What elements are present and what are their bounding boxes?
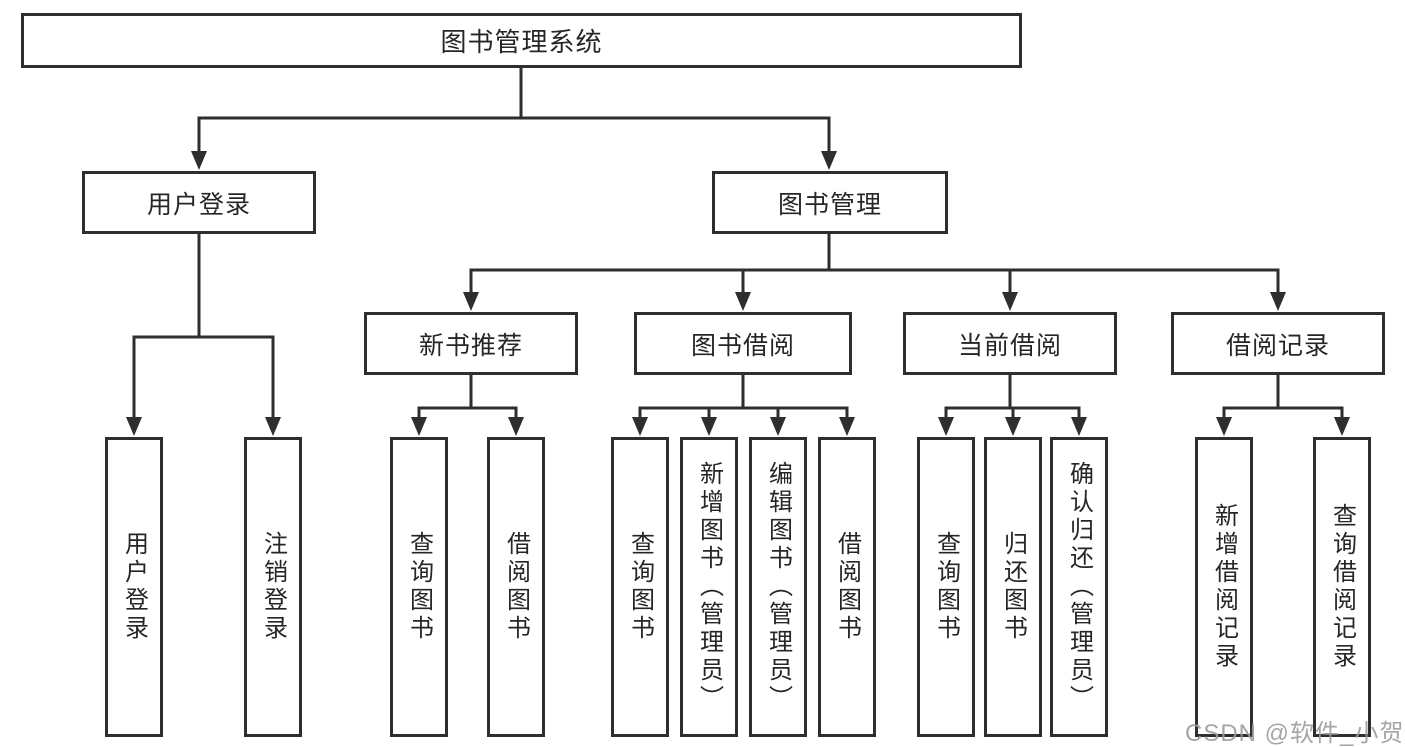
leaf-query-books-current: 查询图书	[917, 437, 975, 737]
leaf-query-borrow-record: 查询借阅记录	[1313, 437, 1371, 737]
leaf-logout: 注销登录	[244, 437, 302, 737]
node-book-borrowing: 图书借阅	[634, 312, 852, 375]
node-user-login: 用户登录	[82, 171, 316, 234]
leaf-label: 归还图书	[999, 531, 1027, 643]
leaf-add-borrow-record: 新增借阅记录	[1195, 437, 1253, 737]
leaf-label: 新增图书（管理员）	[695, 461, 723, 713]
leaf-label: 确认归还（管理员）	[1065, 461, 1093, 713]
leaf-edit-book-admin: 编辑图书（管理员）	[749, 437, 807, 737]
leaf-borrow-books-recommend: 借阅图书	[487, 437, 545, 737]
leaf-label: 查询图书	[626, 531, 654, 643]
node-book-management: 图书管理	[712, 171, 948, 234]
connector-borrow-to-leaves	[638, 374, 849, 420]
leaf-label: 注销登录	[259, 531, 287, 643]
leaf-query-books-recommend: 查询图书	[390, 437, 448, 737]
connector-login-to-leaves	[132, 233, 275, 420]
leaf-borrow-books: 借阅图书	[818, 437, 876, 737]
node-library-management-system: 图书管理系统	[21, 13, 1022, 68]
node-new-book-recommend: 新书推荐	[364, 312, 578, 375]
leaf-label: 用户登录	[120, 531, 148, 643]
connector-root-to-level2	[197, 67, 831, 152]
leaf-query-books-borrow: 查询图书	[611, 437, 669, 737]
leaf-label: 借阅图书	[833, 531, 861, 643]
leaf-label: 借阅图书	[502, 531, 530, 643]
node-current-borrowing: 当前借阅	[903, 312, 1117, 375]
leaf-confirm-return-admin: 确认归还（管理员）	[1050, 437, 1108, 737]
leaf-label: 查询图书	[405, 531, 433, 643]
connector-manage-to-level3	[469, 233, 1280, 294]
connector-record-to-leaves	[1222, 374, 1344, 420]
leaf-label: 查询借阅记录	[1328, 503, 1356, 671]
connector-recommend-to-leaves	[417, 374, 518, 420]
leaf-label: 编辑图书（管理员）	[764, 461, 792, 713]
leaf-user-login: 用户登录	[105, 437, 163, 737]
connector-elbow-lines	[132, 67, 1344, 420]
node-borrowing-records: 借阅记录	[1171, 312, 1385, 375]
csdn-watermark: CSDN @软件_小贺同学	[1185, 720, 1405, 747]
leaf-return-book: 归还图书	[984, 437, 1042, 737]
connector-current-to-leaves	[944, 374, 1081, 420]
leaf-label: 新增借阅记录	[1210, 503, 1238, 671]
arrow-down-icons	[126, 151, 1350, 436]
leaf-label: 查询图书	[932, 531, 960, 643]
leaf-add-book-admin: 新增图书（管理员）	[680, 437, 738, 737]
